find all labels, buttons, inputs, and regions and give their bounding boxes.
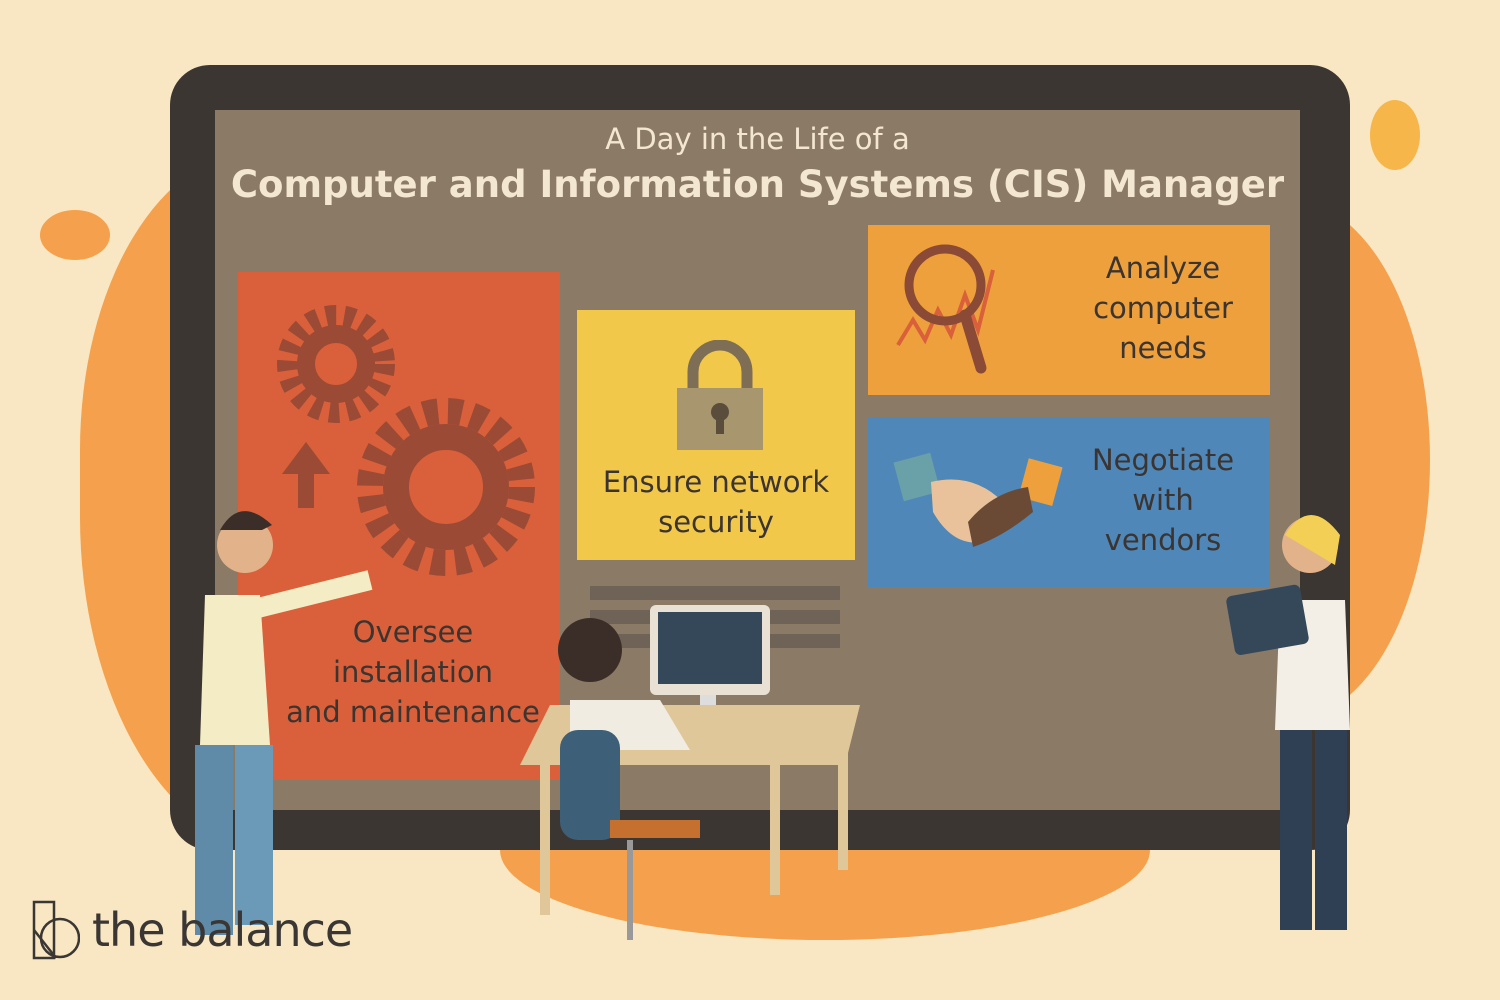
panel-label-line: Negotiate [1091,443,1235,477]
brand-name: the balance [92,903,353,957]
panel-label-line: installation [332,655,494,689]
handshake-icon [893,452,1063,547]
panel-security: Ensure network security [577,310,855,560]
panel-label-line: computer [1093,291,1233,325]
panel-label-line: with [1132,483,1194,517]
screen-line [770,634,840,648]
standing-woman-with-tablet [1226,515,1350,930]
panel-label-line: vendors [1104,523,1222,557]
panel-label-line: and maintenance [286,695,540,729]
panel-label-line: Ensure network [602,465,830,499]
background-blob [1370,100,1420,170]
brand-logo: the balance [32,900,353,960]
header-subtitle: A Day in the Life of a [605,122,910,156]
panel-oversee: Oversee installation and maintenance [238,272,560,780]
page-title: Computer and Information Systems (CIS) M… [230,163,1285,206]
panel-negotiate: Negotiate with vendors [868,417,1270,587]
background-blob [40,210,110,260]
panel-label-line: needs [1119,331,1207,365]
panel-label-line: security [658,505,774,539]
desk-scene [520,605,860,940]
panel-label-line: Oversee [352,615,474,649]
panel-analyze: Analyze computer needs [868,225,1270,395]
screen-line [590,586,840,600]
gears-icon [277,305,535,576]
standing-man [195,511,373,935]
magnifier-chart-icon [896,244,995,374]
panel-label-line: Analyze [1105,251,1221,285]
padlock-icon [677,340,763,450]
balance-logo-icon [32,900,80,960]
